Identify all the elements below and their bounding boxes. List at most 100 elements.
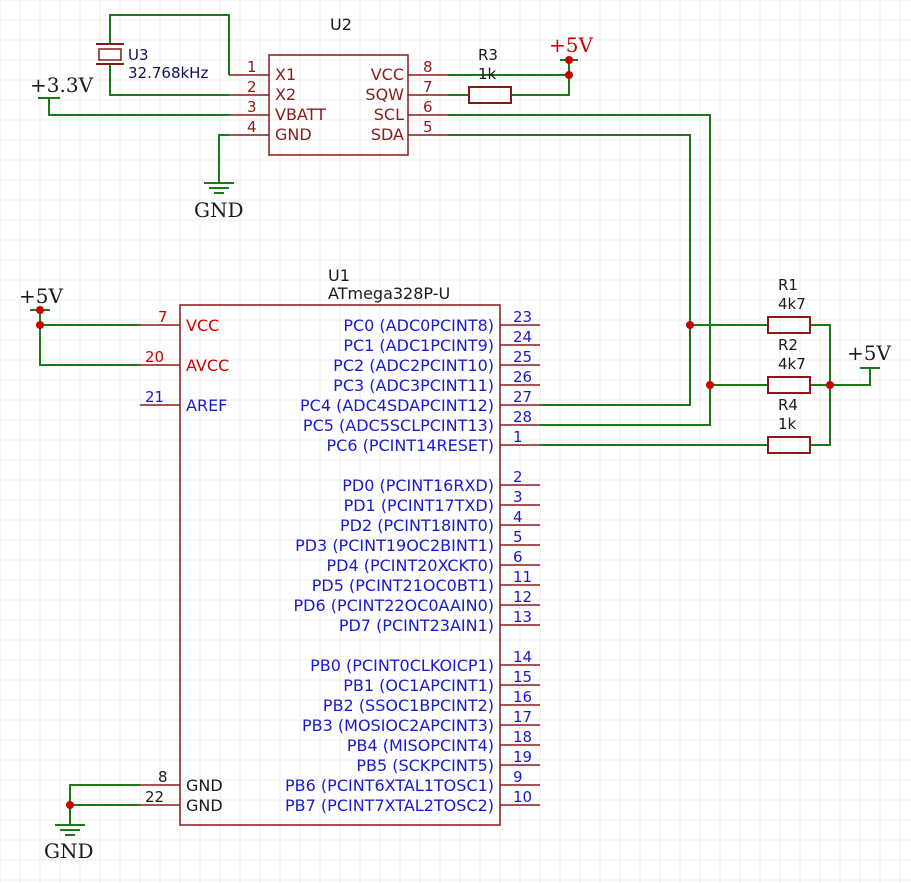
u1-right-pin-name: PD5 (PCINT21OC0BT1) <box>312 576 494 595</box>
r2-value: 4k7 <box>778 355 806 373</box>
wire-scl <box>448 114 711 426</box>
u3-ref: U3 <box>128 46 149 64</box>
u2-body <box>268 54 409 156</box>
power-5v-top-label: +5V <box>549 33 593 57</box>
r3-resistor[interactable]: R3 1k <box>468 46 512 104</box>
r4-resistor[interactable]: R4 1k <box>767 396 811 454</box>
junction-u2-vcc <box>565 71 573 79</box>
u1-pin-aref-name: AREF <box>186 396 227 415</box>
u2-pin-2-name: X2 <box>275 85 296 104</box>
r1-body <box>767 316 811 334</box>
u2-pin-4-name: GND <box>275 125 312 144</box>
u2-pin-7-num: 7 <box>423 78 433 96</box>
u3-value: 32.768kHz <box>128 64 208 82</box>
wire-sda <box>448 134 691 406</box>
u1-right-pin-name: PB0 (PCINT0CLKOICP1) <box>310 656 494 675</box>
u1-right-pin-name: PC3 (ADC3PCINT11) <box>333 376 494 395</box>
r1-ref: R1 <box>778 276 798 294</box>
u1-right-pin-num: 15 <box>513 668 532 686</box>
u1-atmega-chip[interactable]: U1 ATmega328P-U 7 20 21 8 22 VCC AVCC AR… <box>140 266 540 826</box>
u2-pin-5-num: 5 <box>423 118 433 136</box>
u1-value: ATmega328P-U <box>328 284 450 303</box>
junctions <box>36 56 834 809</box>
u1-right-pin-name: PB5 (SCKPCINT5) <box>356 756 494 775</box>
u1-right-pin-num: 1 <box>513 428 523 446</box>
gnd-top: GND <box>194 182 244 222</box>
r2-body <box>767 376 811 394</box>
u1-ref: U1 <box>328 266 350 285</box>
u2-pin-8-name: VCC <box>371 65 404 84</box>
u1-right-pin-num: 4 <box>513 508 523 526</box>
u2-pin-4-num: 4 <box>247 118 257 136</box>
u1-pin-20-num: 20 <box>145 348 164 366</box>
u1-right-pin-num: 13 <box>513 608 532 626</box>
u1-right-pin-name: PC0 (ADC0PCINT8) <box>343 316 494 335</box>
wire-rail-5v <box>830 368 871 386</box>
r4-ref: R4 <box>778 396 798 414</box>
r1-value: 4k7 <box>778 295 806 313</box>
u1-right-pin-name: PD3 (PCINT19OC2BINT1) <box>295 536 494 555</box>
u1-right-pin-num: 12 <box>513 588 532 606</box>
u1-right-pin-num: 16 <box>513 688 532 706</box>
wire-u1-vcc <box>39 310 140 326</box>
u1-right-pin-num: 24 <box>513 328 532 346</box>
u1-right-pin-num: 19 <box>513 748 532 766</box>
u1-right-pin-name: PD4 (PCINT20XCKT0) <box>326 556 494 575</box>
u1-right-pin-num: 14 <box>513 648 532 666</box>
u1-right-pin-num: 10 <box>513 788 532 806</box>
u1-right-pin-num: 9 <box>513 768 523 786</box>
junction-scl <box>706 381 714 389</box>
r4-value: 1k <box>778 415 797 433</box>
u1-pin-gnd1-name: GND <box>186 776 223 795</box>
wire-u1-gnd1 <box>69 784 140 825</box>
wire-u1-avcc <box>39 325 140 366</box>
junction-u1-gnd <box>66 801 74 809</box>
u1-right-pin-num: 18 <box>513 728 532 746</box>
u3-crystal[interactable]: U3 32.768kHz <box>96 36 208 82</box>
wire-u2-gnd <box>218 134 229 183</box>
u2-pin-1-name: X1 <box>275 65 296 84</box>
u1-right-pin-num: 27 <box>513 388 532 406</box>
u2-pin-7-name: SQW <box>365 85 404 104</box>
crystal-body <box>98 48 122 61</box>
power-3v3: +3.3V <box>30 73 94 99</box>
u2-pin-5-name: SDA <box>371 125 404 144</box>
u1-right-pin-num: 23 <box>513 308 532 326</box>
u1-right-pin-name: PB3 (MOSIOC2APCINT3) <box>302 716 494 735</box>
junction-5v-left <box>36 306 44 314</box>
u1-right-pin-name: PB1 (OC1APCINT1) <box>343 676 494 695</box>
u1-right-pin-num: 28 <box>513 408 532 426</box>
u1-right-pin-name: PD7 (PCINT23AIN1) <box>339 616 494 635</box>
r2-resistor[interactable]: R2 4k7 <box>767 336 811 394</box>
junction-pullup-rail <box>826 381 834 389</box>
r3-value: 1k <box>478 65 497 83</box>
u2-rtc-chip[interactable]: U2 1 2 3 4 X1 X2 VBATT GND 8 7 6 5 VCC S… <box>229 15 448 156</box>
wire-x1 <box>109 14 230 75</box>
u1-right-pin-name: PD1 (PCINT17TXD) <box>344 496 494 515</box>
u1-right-pin-name: PC1 (ADC1PCINT9) <box>343 336 494 355</box>
wire-vbatt <box>48 98 229 116</box>
u1-right-pin-num: 3 <box>513 488 523 506</box>
r1-resistor[interactable]: R1 4k7 <box>767 276 811 334</box>
u1-pin-avcc-name: AVCC <box>186 356 229 375</box>
power-3v3-label: +3.3V <box>30 73 94 97</box>
gnd-top-label: GND <box>194 198 244 222</box>
power-5v-left-label: +5V <box>19 284 63 308</box>
u1-right-pin-num: 11 <box>513 568 532 586</box>
u1-right-pin-name: PD0 (PCINT16RXD) <box>342 476 494 495</box>
u2-pin-6-num: 6 <box>423 98 433 116</box>
power-5v-left: +5V <box>19 284 63 311</box>
wires-u1-power <box>39 310 140 825</box>
u1-right-pin-name: PC5 (ADC5SCLPCINT13) <box>303 416 494 435</box>
junction-sda <box>686 321 694 329</box>
u1-right-pin-name: PD6 (PCINT22OC0AAIN0) <box>293 596 494 615</box>
gnd-bottom: GND <box>44 824 94 863</box>
wire-r3-5v <box>511 75 570 96</box>
power-5v-top: +5V <box>549 33 593 61</box>
u1-pin-21-num: 21 <box>145 388 164 406</box>
u2-pin-1-num: 1 <box>247 58 257 76</box>
r3-ref: R3 <box>478 46 498 64</box>
u1-right-pin-num: 25 <box>513 348 532 366</box>
u2-pin-2-num: 2 <box>247 78 257 96</box>
